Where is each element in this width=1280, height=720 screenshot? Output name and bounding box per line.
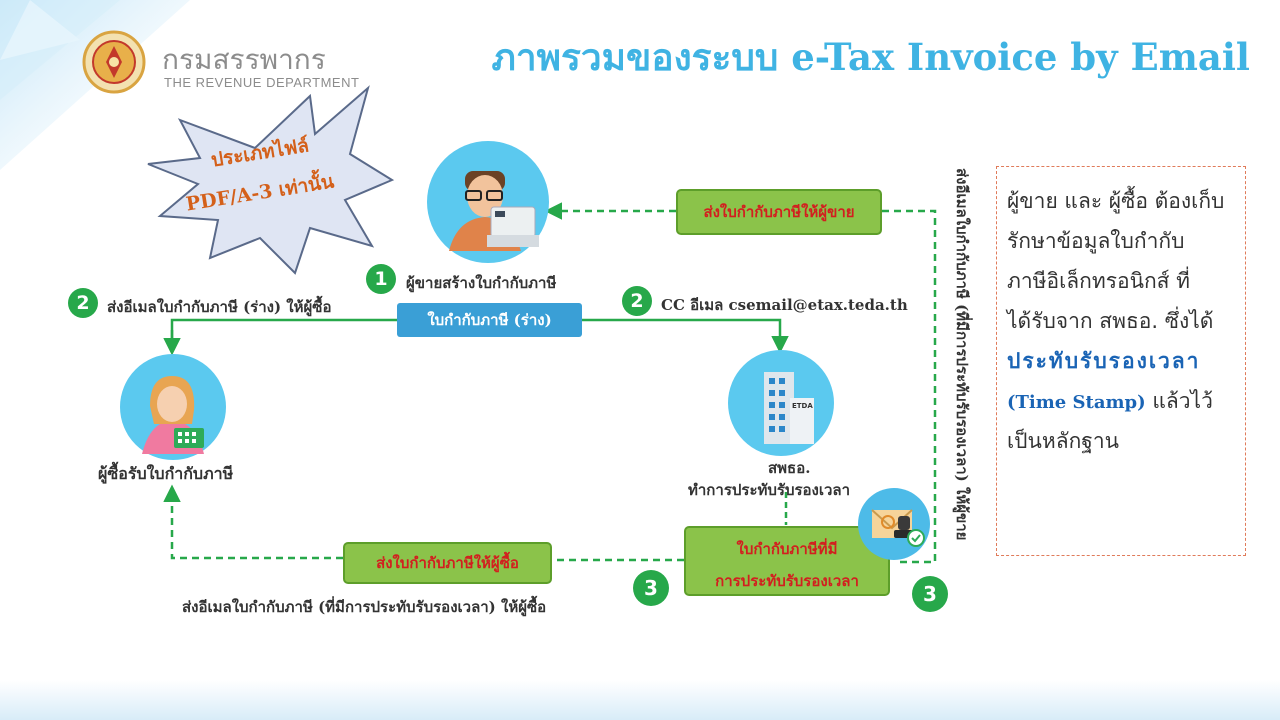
email-stamp-avatar <box>858 488 930 560</box>
side-note-last-line: เป็นหลักฐาน <box>1007 429 1120 453</box>
side-note-line-4: ได้รับจาก สพธอ. ซึ่งได้ <box>1007 309 1214 333</box>
step-2-right-badge: 2 <box>622 286 652 316</box>
step-3-bottom-label: ส่งอีเมลใบกำกับภาษี (ที่มีการประทับรับรอ… <box>182 598 547 616</box>
side-note-line-3: ภาษีอิเล็กทรอนิกส์ ที่ <box>1007 269 1190 293</box>
side-note-line-6: (Time Stamp) แล้วไว้ <box>1007 381 1235 421</box>
buyer-avatar <box>120 354 226 460</box>
send-to-seller-box: ส่งใบกำกับภาษีให้ผู้ขาย <box>676 189 882 235</box>
stamped-invoice-box: ใบกำกับภาษีที่มี การประทับรับรองเวลา <box>684 526 890 596</box>
side-note-line-1: ผู้ขาย และ ผู้ซื้อ ต้องเก็บ <box>1007 189 1225 213</box>
seller-label: ผู้ขายสร้างใบกำกับภาษี <box>406 274 557 292</box>
stamped-box-line-2: การประทับรับรองเวลา <box>715 572 859 590</box>
side-note-after-highlight: แล้วไว้ <box>1152 389 1213 413</box>
buyer-label: ผู้ซื้อรับใบกำกับภาษี <box>98 464 234 483</box>
revenue-department-logo <box>82 30 146 94</box>
garuda-seal-icon <box>82 30 146 94</box>
etda-action: ทำการประทับรับรองเวลา <box>688 481 851 499</box>
side-note-highlight: ประทับรับรองเวลา <box>1007 349 1201 373</box>
draft-invoice-box: ใบกำกับภาษี (ร่าง) <box>397 303 582 337</box>
logo-name-thai: กรมสรรพากร <box>162 43 326 76</box>
step-1-badge: 1 <box>366 264 396 294</box>
step-2-right-label: CC อีเมล csemail@etax.teda.th <box>661 296 908 314</box>
step-3-right-badge: 3 <box>912 576 948 612</box>
side-note: ผู้ขาย และ ผู้ซื้อ ต้องเก็บ รักษาข้อมูลใ… <box>996 166 1246 556</box>
side-note-line-2: รักษาข้อมูลใบกำกับ <box>1007 229 1185 253</box>
stamped-box-line-1: ใบกำกับภาษีที่มี <box>736 540 838 558</box>
file-type-burst <box>147 85 395 275</box>
logo-name-english: THE REVENUE DEPARTMENT <box>164 75 360 90</box>
step-2-left-label: ส่งอีเมลใบกำกับภาษี (ร่าง) ให้ผู้ซื้อ <box>107 298 332 316</box>
etda-name: สพธอ. <box>768 459 811 477</box>
seller-avatar <box>427 141 549 263</box>
buyer-shopping-icon <box>142 376 204 454</box>
send-to-buyer-box: ส่งใบกำกับภาษีให้ผู้ซื้อ <box>343 542 552 584</box>
etda-sign: ETDA <box>792 402 813 410</box>
side-note-highlight-en: (Time Stamp) <box>1007 392 1146 413</box>
seller-cashier-icon <box>449 171 539 251</box>
send-to-seller-vertical-label: ส่งอีเมลใบกำกับภาษี (ที่มีการประทับรับรอ… <box>953 168 971 541</box>
page-title: ภาพรวมของระบบ e-Tax Invoice by Email <box>491 35 1250 79</box>
step-2-left-badge: 2 <box>68 288 98 318</box>
email-stamp-icon <box>871 509 925 547</box>
etda-building-icon: ETDA <box>764 372 814 444</box>
etda-avatar: ETDA <box>728 350 834 456</box>
step-3-bottom-badge: 3 <box>633 570 669 606</box>
